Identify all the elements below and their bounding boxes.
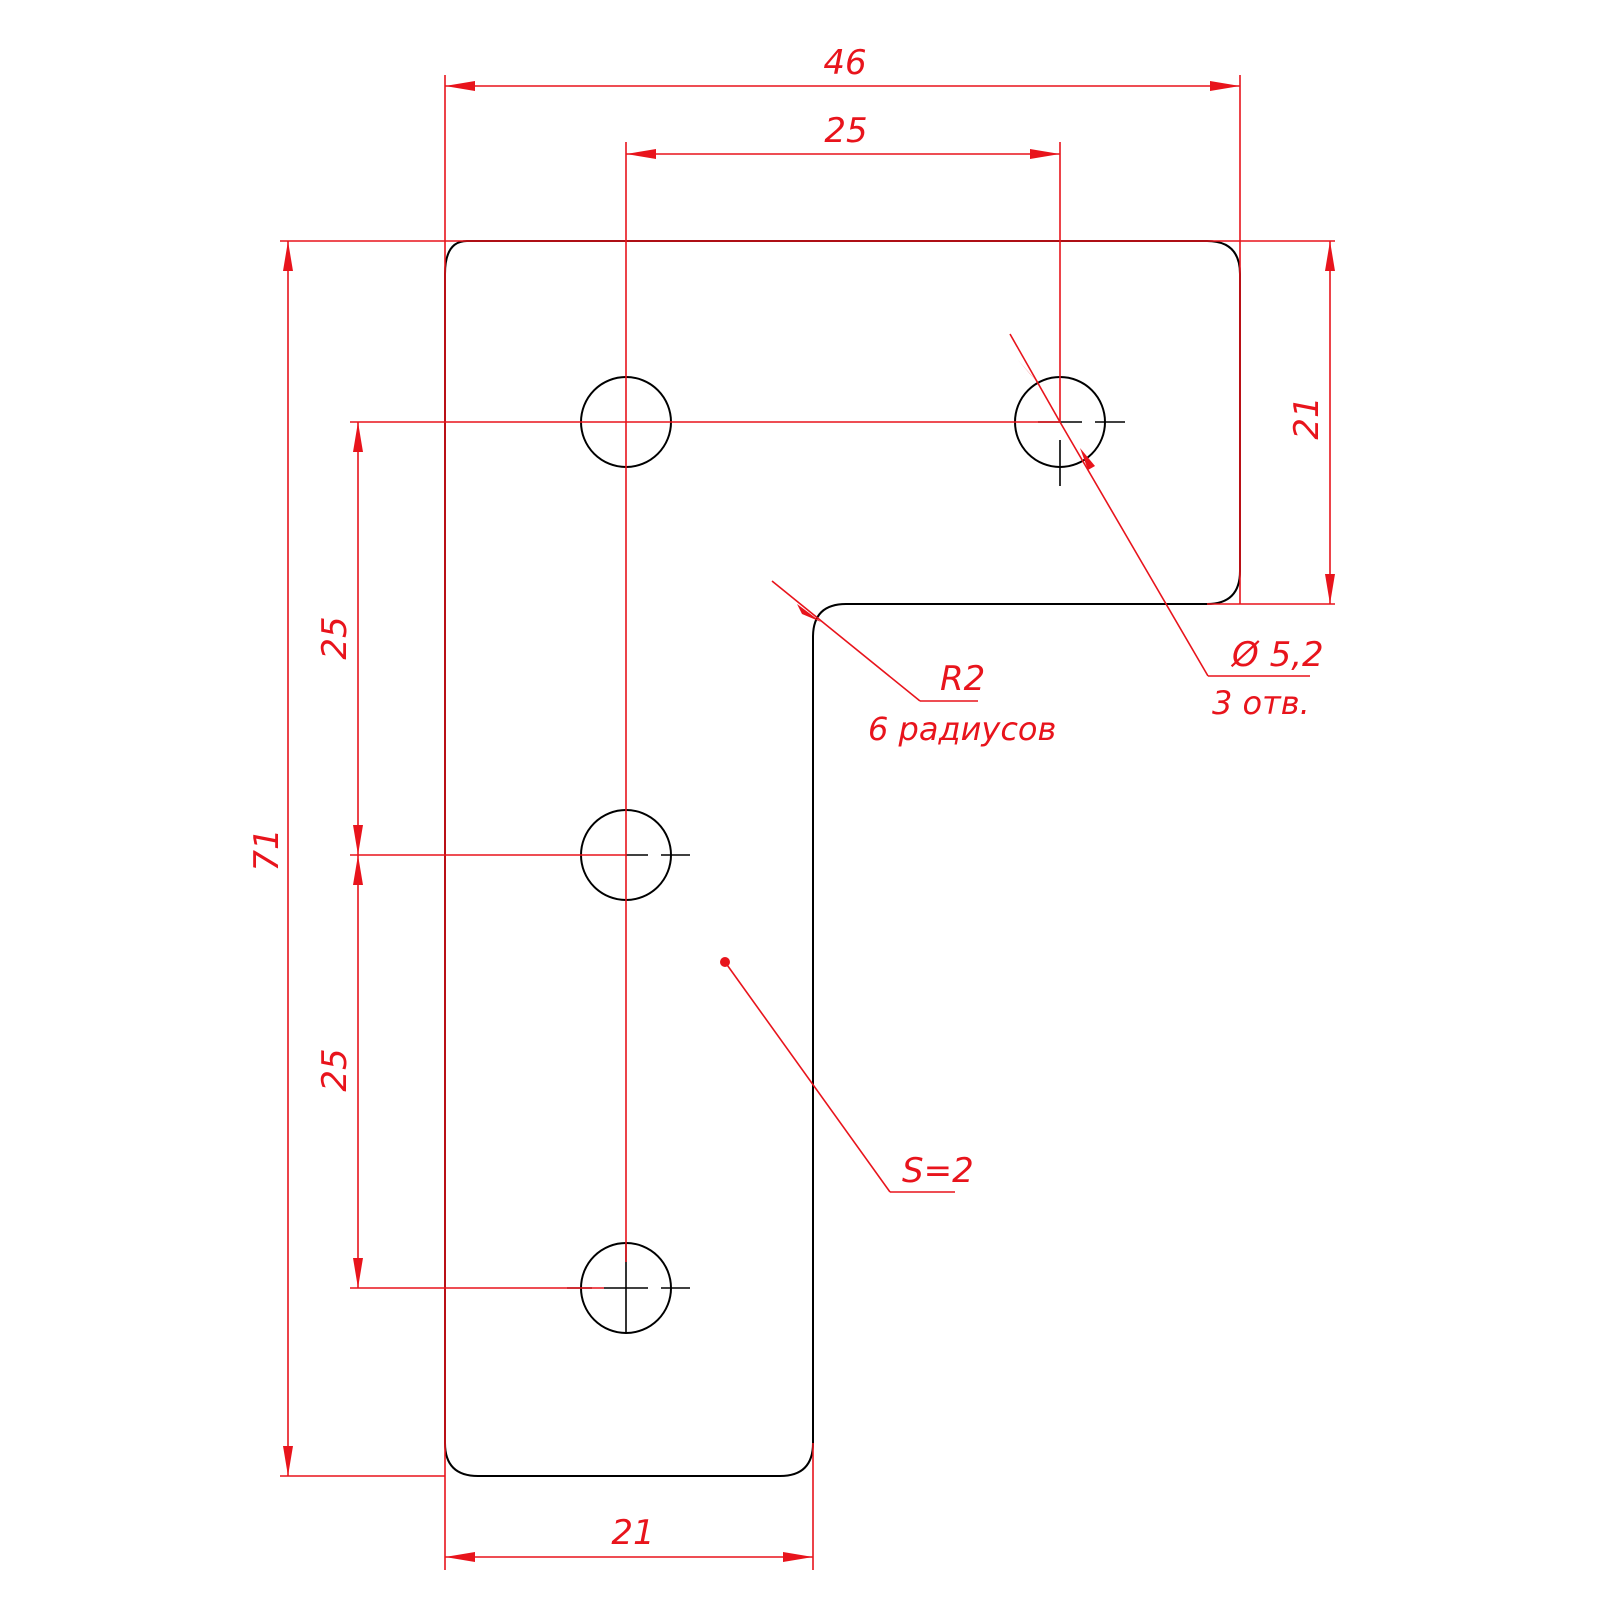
label-25-vertical-lower: 25 [315, 1048, 355, 1091]
label-hole-diameter: Ø 5,2 [1230, 635, 1324, 675]
label-46: 46 [823, 43, 866, 83]
dimension-leg-width: 21 [445, 1513, 813, 1562]
label-25-horizontal: 25 [824, 111, 867, 151]
label-71: 71 [247, 828, 287, 871]
dimension-hole-spacing-vertical-lower: 25 [315, 855, 363, 1288]
label-25-vertical-upper: 25 [315, 616, 355, 659]
dimension-overall-width: 46 [445, 43, 1240, 91]
leader-radius: R2 6 радиусов [771, 580, 1056, 748]
dimension-overall-height: 71 [247, 241, 293, 1476]
label-thickness: S=2 [902, 1151, 974, 1191]
part-outline [444, 240, 1241, 1477]
label-hole-count: 3 отв. [1212, 684, 1310, 722]
dimension-hole-spacing-vertical-upper: 25 [315, 422, 363, 855]
label-radius-count: 6 радиусов [868, 710, 1056, 748]
dimension-hole-spacing-horizontal: 25 [626, 111, 1060, 159]
extension-lines [280, 75, 1335, 1570]
label-21-vertical: 21 [1287, 396, 1327, 439]
center-lines [350, 142, 1061, 1289]
label-radius: R2 [940, 659, 985, 699]
label-21-horizontal: 21 [611, 1513, 654, 1553]
dimension-upper-arm-height: 21 [1287, 241, 1335, 604]
center-mark-top-right [1038, 421, 1125, 486]
leader-hole-diameter: Ø 5,2 3 отв. [1009, 333, 1324, 722]
leader-thickness: S=2 [720, 957, 974, 1193]
